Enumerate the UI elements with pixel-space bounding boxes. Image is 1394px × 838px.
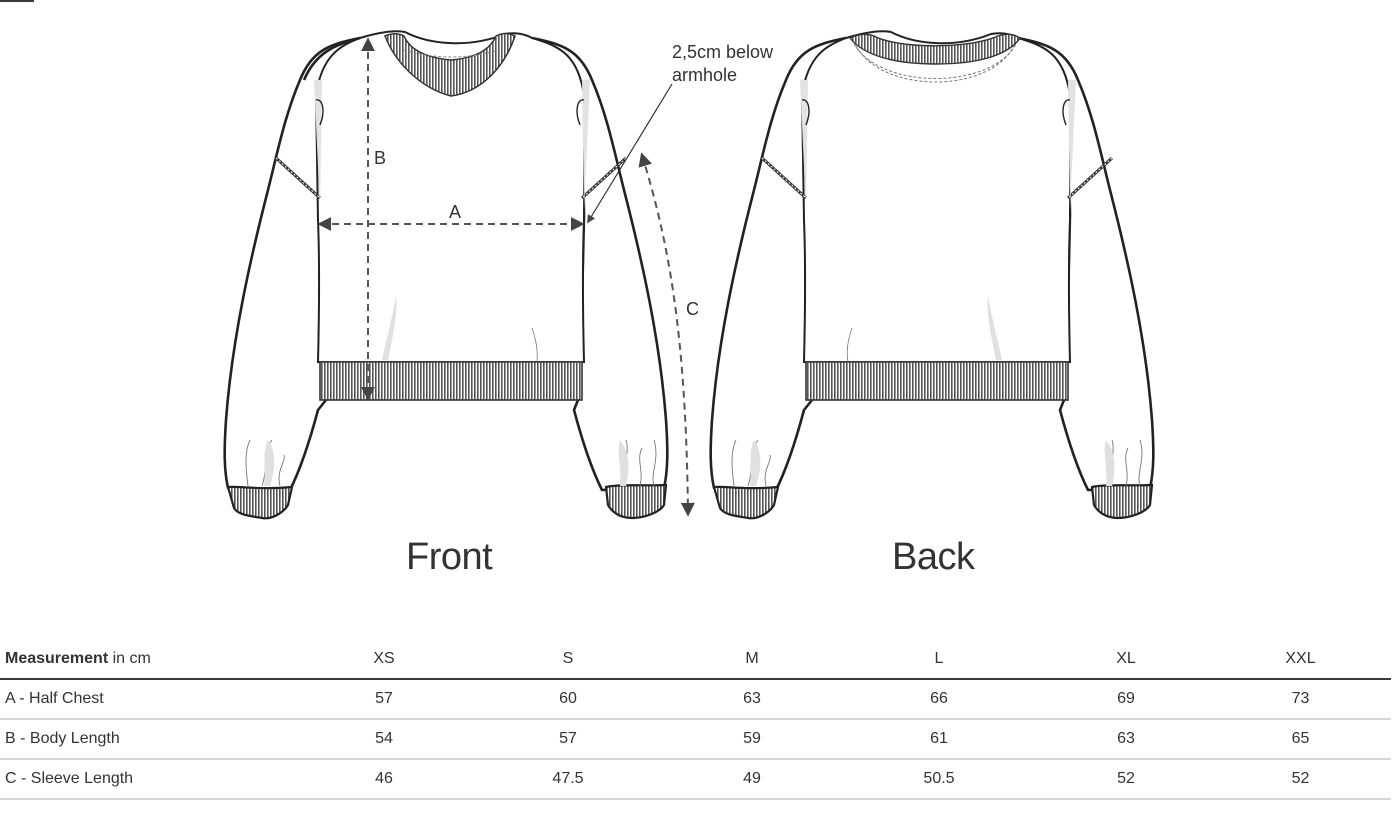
table-row: A - Half Chest 57 60 63 66 69 73 bbox=[0, 679, 1391, 720]
armhole-note-line1: 2,5cm below bbox=[672, 42, 774, 62]
note-leader-line bbox=[587, 83, 673, 224]
cell-value: 52 bbox=[1210, 759, 1391, 800]
back-sweater-illustration bbox=[709, 30, 1155, 520]
table-header-row: Measurement in cm XS S M L XL XXL bbox=[0, 640, 1391, 680]
top-divider bbox=[0, 0, 34, 2]
size-header-xs: XS bbox=[300, 640, 468, 680]
cell-value: 59 bbox=[668, 719, 836, 760]
label-b: B bbox=[374, 148, 387, 168]
measurement-header-bold: Measurement bbox=[5, 650, 109, 667]
cell-value: 65 bbox=[1210, 719, 1391, 760]
cell-value: 66 bbox=[836, 679, 1042, 720]
size-header-xl: XL bbox=[1042, 640, 1210, 680]
row-label: A - Half Chest bbox=[0, 679, 300, 720]
row-label: B - Body Length bbox=[0, 719, 300, 760]
armhole-note: 2,5cm below armhole bbox=[672, 41, 773, 87]
cell-value: 61 bbox=[836, 719, 1042, 760]
table-row: B - Body Length 54 57 59 61 63 65 bbox=[0, 719, 1391, 760]
cell-value: 69 bbox=[1042, 679, 1210, 720]
garment-diagram: B A C 2,5cm below armhole Front Back bbox=[223, 30, 1155, 578]
measurement-header-unit: in cm bbox=[108, 650, 151, 667]
back-view-label: Back bbox=[892, 536, 975, 578]
cell-value: 54 bbox=[300, 719, 468, 760]
cell-value: 46 bbox=[300, 759, 468, 800]
cell-value: 52 bbox=[1042, 759, 1210, 800]
size-header-l: L bbox=[836, 640, 1042, 680]
size-header-s: S bbox=[468, 640, 668, 680]
cell-value: 47.5 bbox=[468, 759, 668, 800]
cell-value: 63 bbox=[1042, 719, 1210, 760]
size-header-m: M bbox=[668, 640, 836, 680]
table-row: C - Sleeve Length 46 47.5 49 50.5 52 52 bbox=[0, 759, 1391, 800]
cell-value: 50.5 bbox=[836, 759, 1042, 800]
measurement-header: Measurement in cm bbox=[0, 640, 300, 680]
measurement-lines bbox=[317, 37, 695, 517]
armhole-note-line2: armhole bbox=[672, 65, 738, 85]
cell-value: 60 bbox=[468, 679, 668, 720]
label-a: A bbox=[449, 202, 462, 222]
cell-value: 63 bbox=[668, 679, 836, 720]
size-chart-table: Measurement in cm XS S M L XL XXL A - Ha… bbox=[0, 640, 1391, 800]
cell-value: 73 bbox=[1210, 679, 1391, 720]
front-sweater-illustration bbox=[223, 30, 669, 520]
cell-value: 57 bbox=[300, 679, 468, 720]
front-view-label: Front bbox=[406, 536, 493, 578]
label-c: C bbox=[686, 299, 699, 319]
cell-value: 57 bbox=[468, 719, 668, 760]
size-header-xxl: XXL bbox=[1210, 640, 1391, 680]
row-label: C - Sleeve Length bbox=[0, 759, 300, 800]
cell-value: 49 bbox=[668, 759, 836, 800]
